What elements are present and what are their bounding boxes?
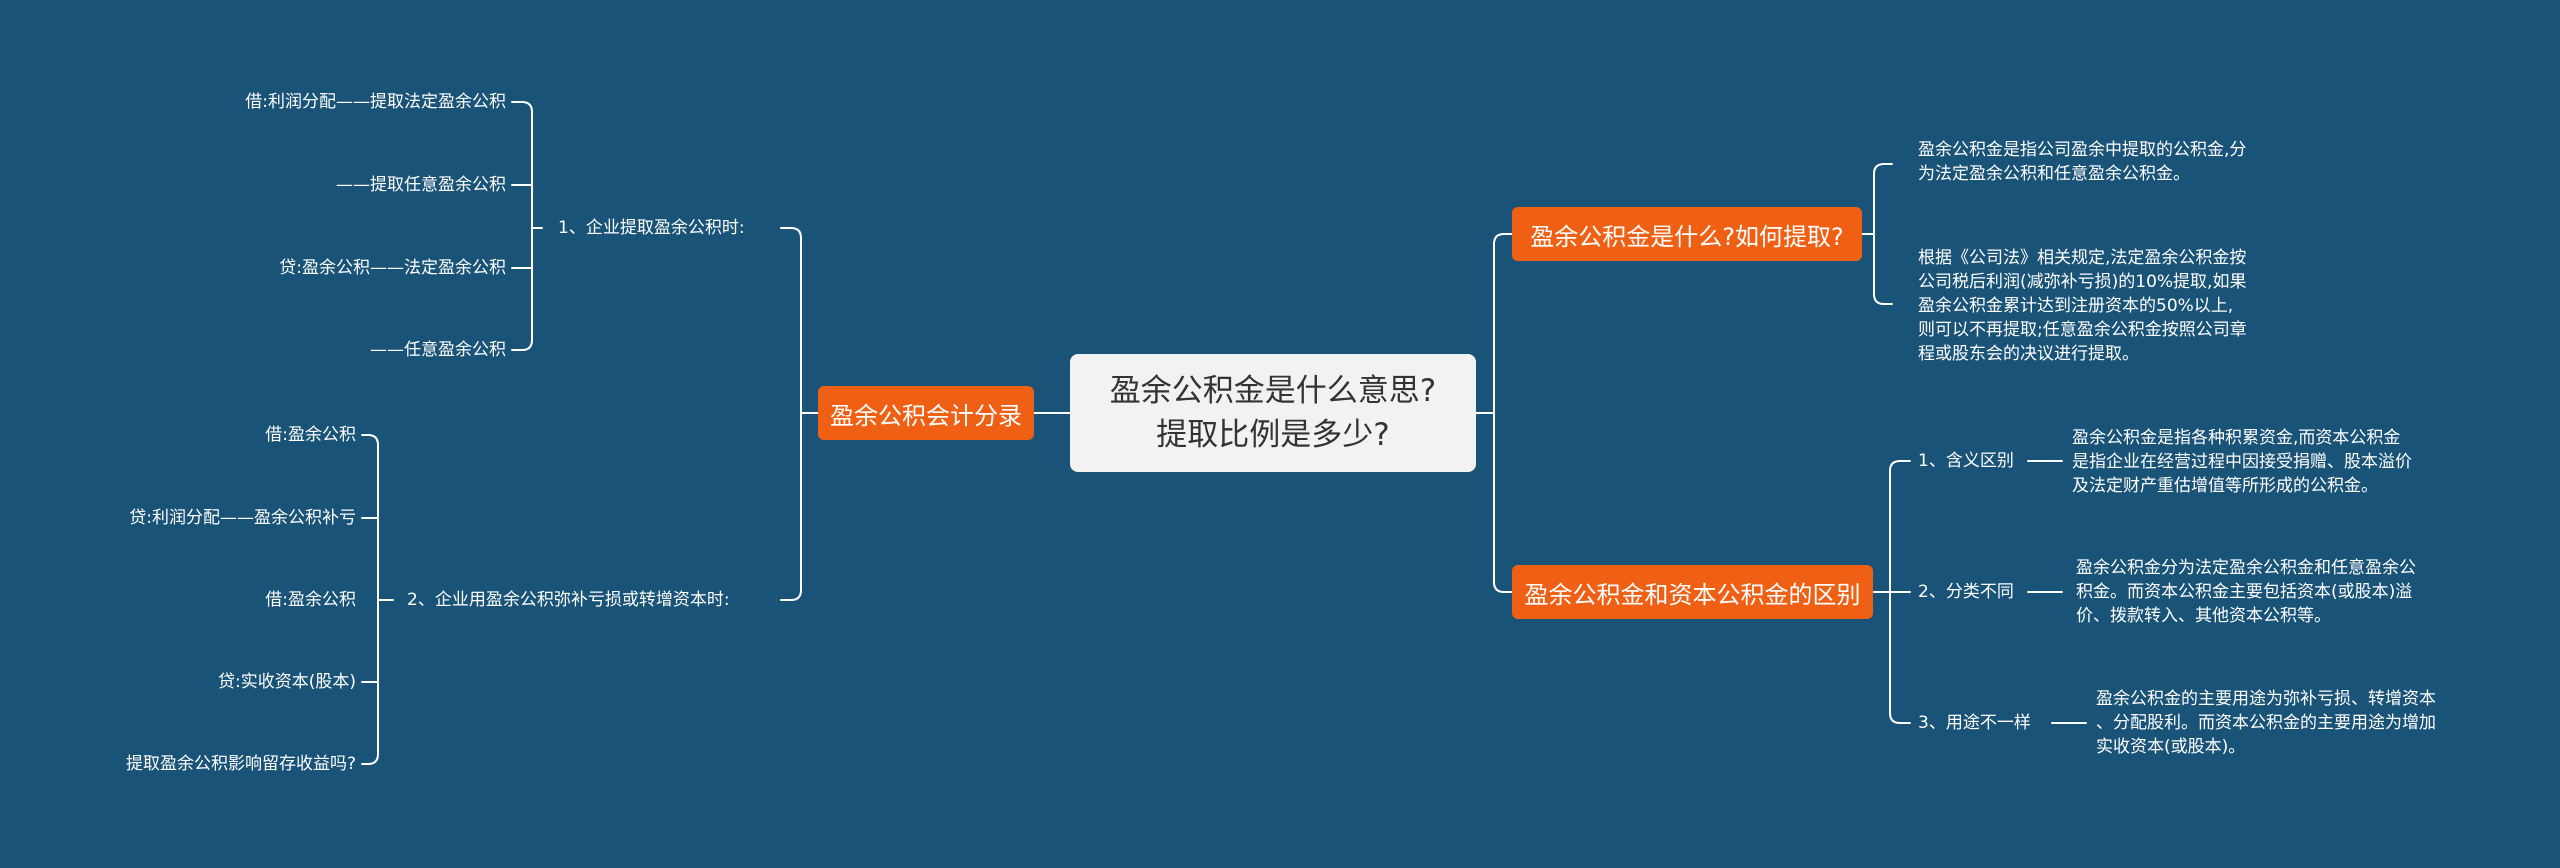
item-meaning-label[interactable]: 1、含义区别 — [1918, 451, 2014, 471]
entry-debit-profit-distribution[interactable]: 借:利润分配——提取法定盈余公积 — [245, 92, 506, 112]
branch-what-is-surplus-label: 盈余公积金是什么?如何提取? — [1530, 222, 1844, 251]
item-classification-text[interactable]: 盈余公积金分为法定盈余公积金和任意盈余公 积金。而资本公积金主要包括资本(或股本… — [2076, 558, 2416, 626]
branch-what-is-surplus[interactable]: 盈余公积金是什么?如何提取? — [1512, 207, 1862, 261]
branch-difference-label: 盈余公积金和资本公积金的区别 — [1524, 580, 1861, 609]
entry-discretionary-surplus[interactable]: ——任意盈余公积 — [370, 340, 506, 360]
entry-retained-earnings-question[interactable]: 提取盈余公积影响留存收益吗? — [125, 754, 356, 774]
item-classification-label[interactable]: 2、分类不同 — [1918, 582, 2014, 602]
branch-accounting-entries[interactable]: 盈余公积会计分录 — [818, 386, 1034, 440]
entry-debit-surplus-2[interactable]: 借:盈余公积 — [265, 590, 356, 610]
entry-debit-surplus-1[interactable]: 借:盈余公积 — [265, 425, 356, 445]
definition-paragraph[interactable]: 盈余公积金是指公司盈余中提取的公积金,分 为法定盈余公积和任意盈余公积金。 — [1918, 140, 2247, 184]
extraction-rule-paragraph[interactable]: 根据《公司法》相关规定,法定盈余公积金按 公司税后利润(减弥补亏损)的10%提取… — [1918, 248, 2247, 364]
entry-credit-loss-offset[interactable]: 贷:利润分配——盈余公积补亏 — [129, 508, 356, 528]
entry-credit-statutory[interactable]: 贷:盈余公积——法定盈余公积 — [279, 258, 506, 278]
item-usage-text[interactable]: 盈余公积金的主要用途为弥补亏损、转增资本 、分配股利。而资本公积金的主要用途为增… — [2096, 689, 2436, 757]
entry-extract-discretionary[interactable]: ——提取任意盈余公积 — [336, 175, 506, 195]
item-usage-label[interactable]: 3、用途不一样 — [1918, 713, 2031, 733]
entry-credit-paid-in-capital[interactable]: 贷:实收资本(股本) — [218, 672, 356, 692]
group-offset-label[interactable]: 2、企业用盈余公积弥补亏损或转增资本时: — [407, 590, 730, 610]
group-extract-label[interactable]: 1、企业提取盈余公积时: — [558, 218, 745, 238]
central-topic-title: 盈余公积金是什么意思? 提取比例是多少? — [1109, 373, 1437, 453]
central-topic[interactable]: 盈余公积金是什么意思? 提取比例是多少? — [1070, 354, 1476, 472]
item-meaning-text[interactable]: 盈余公积金是指各种积累资金,而资本公积金 是指企业在经营过程中因接受捐赠、股本溢… — [2072, 428, 2412, 496]
branch-difference[interactable]: 盈余公积金和资本公积金的区别 — [1512, 565, 1873, 619]
branch-accounting-entries-label: 盈余公积会计分录 — [830, 401, 1022, 430]
